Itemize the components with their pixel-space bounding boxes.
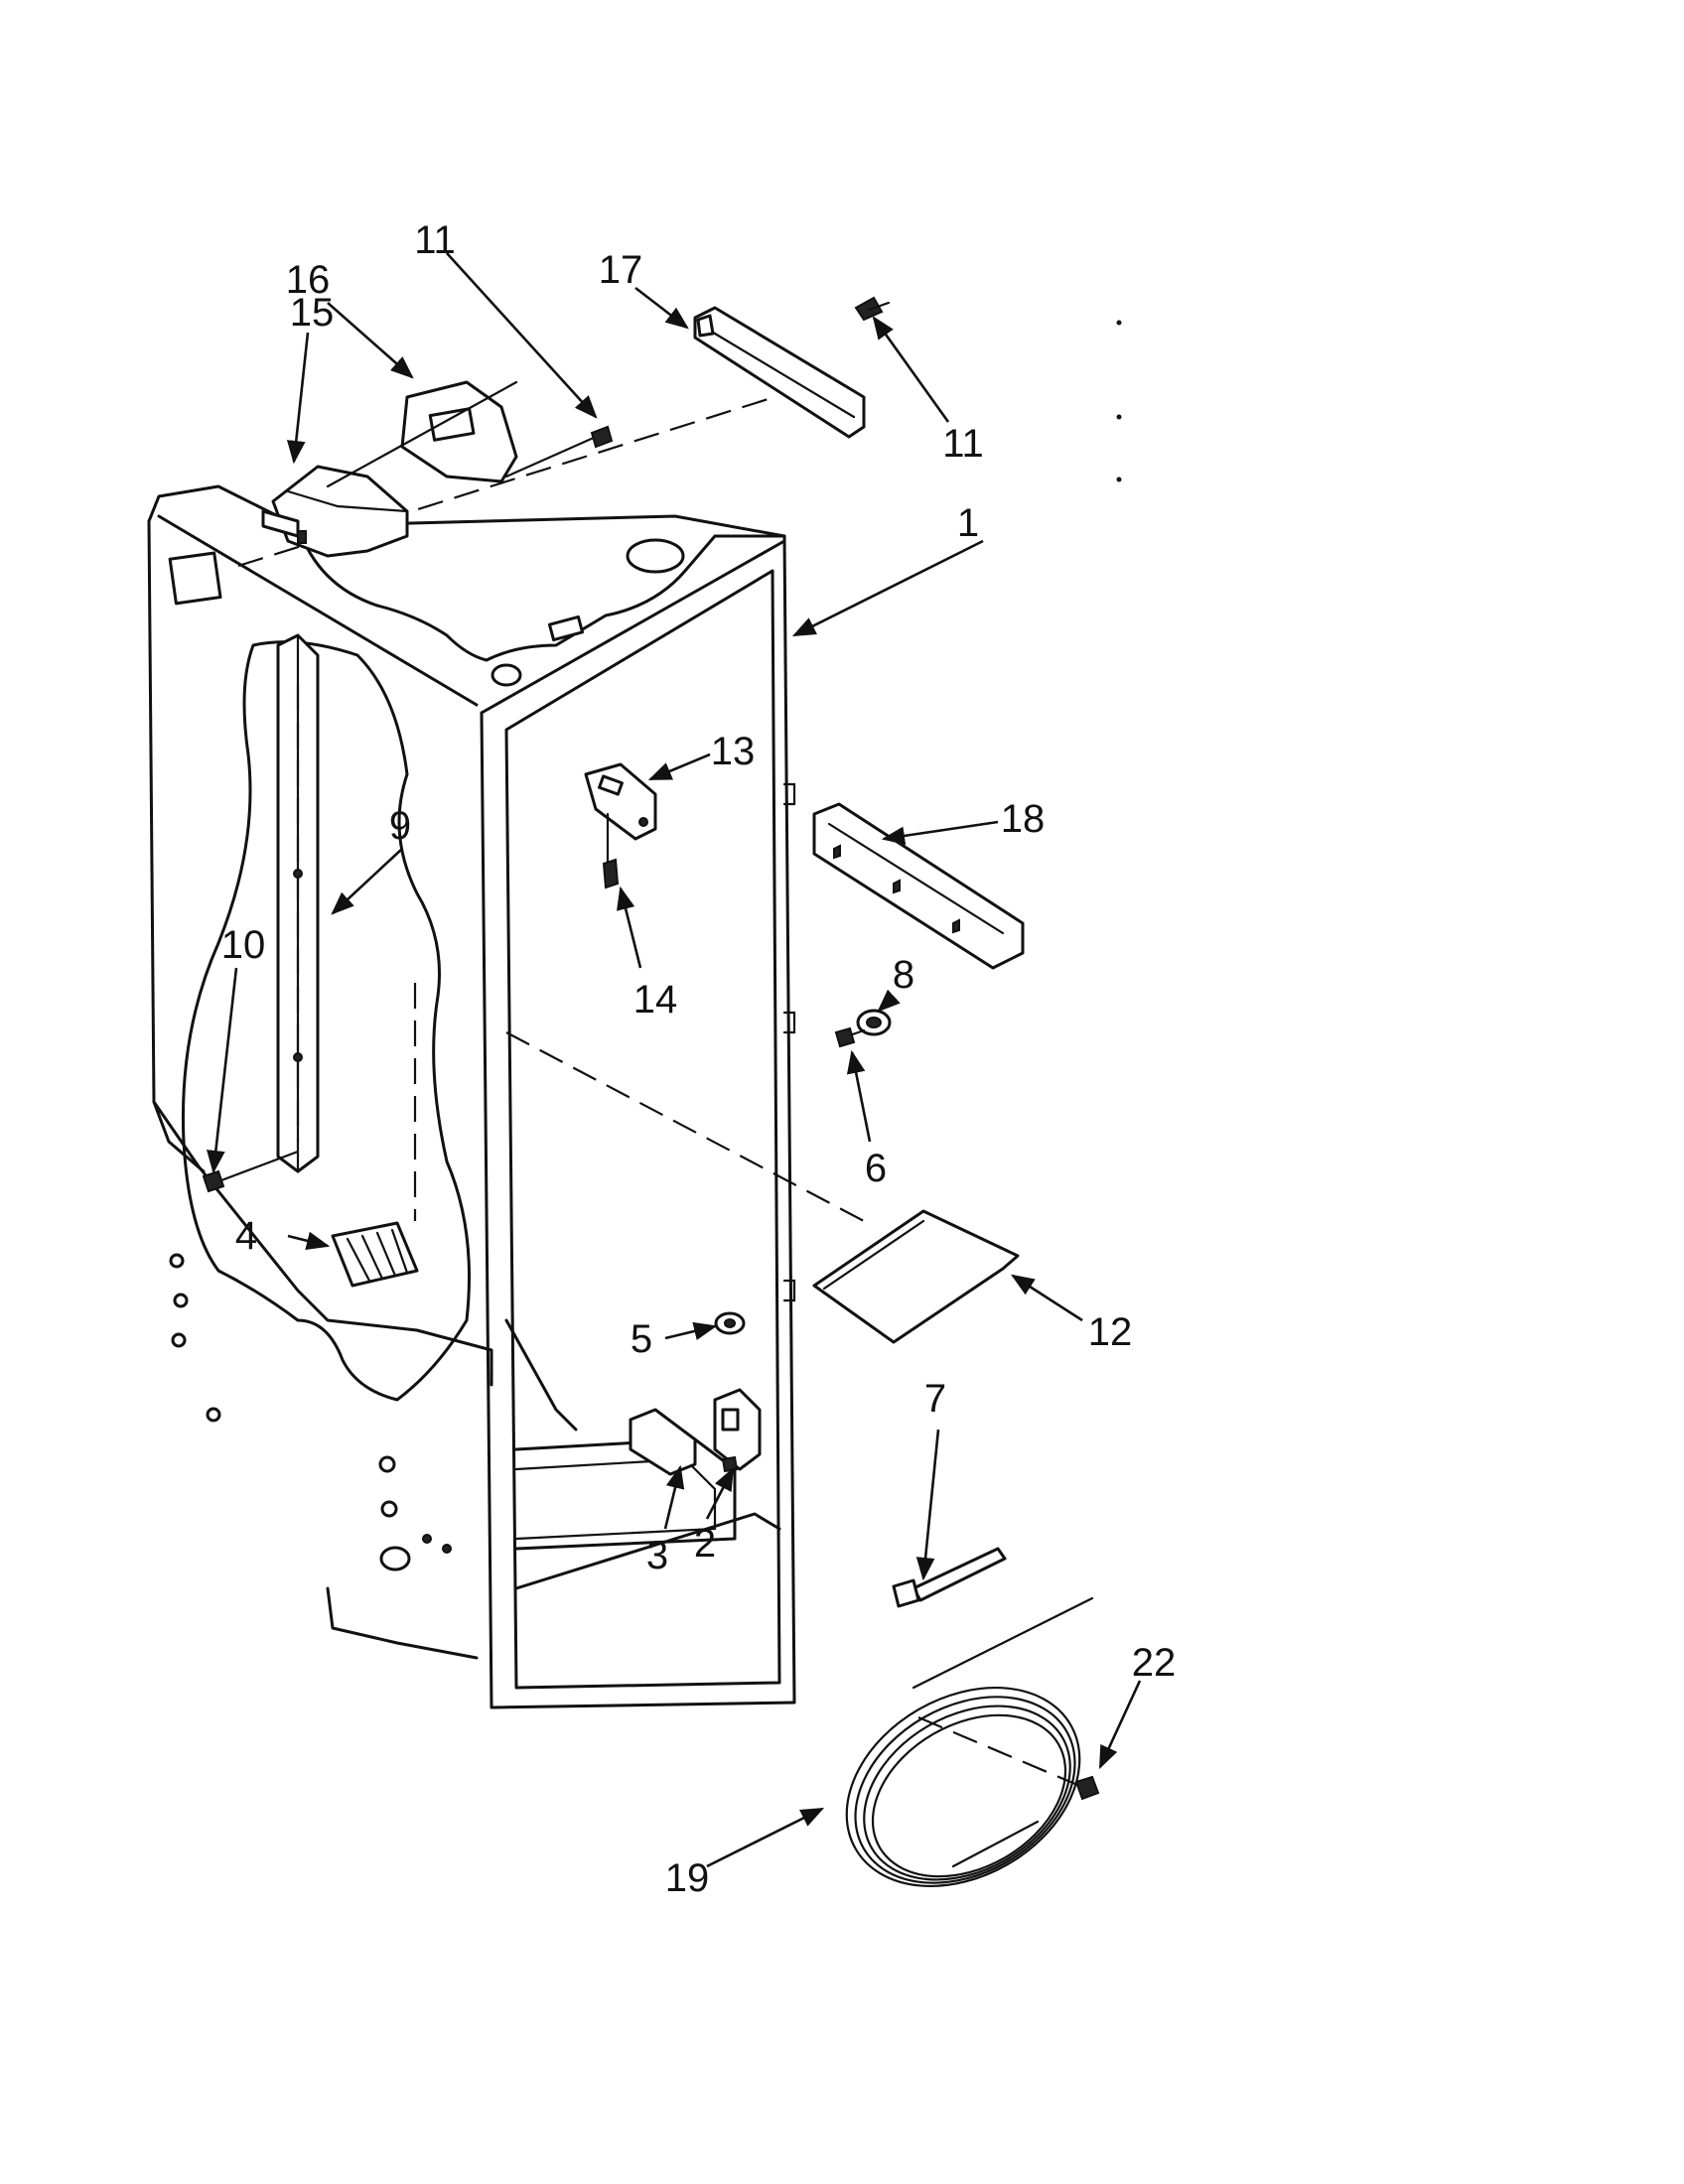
callout-17: 17 [599, 248, 643, 292]
top-bracket [693, 306, 866, 439]
rail-screw [202, 1150, 300, 1193]
screw-right [854, 296, 891, 322]
shelf-panel [812, 1209, 1020, 1344]
callout-18: 18 [1001, 797, 1046, 841]
callout-13: 13 [711, 730, 756, 773]
lower-brackets [629, 1388, 762, 1476]
callout-1: 1 [957, 501, 979, 545]
shelf-support [812, 802, 1025, 970]
cabinet-liner [147, 395, 865, 1709]
screw-left [504, 425, 614, 478]
callout-22: 22 [1132, 1641, 1177, 1685]
margin-marks [1116, 320, 1122, 482]
callout-9: 9 [389, 804, 411, 848]
callout-6: 6 [865, 1147, 887, 1190]
mounting-bracket [584, 762, 657, 889]
callout-5: 5 [631, 1317, 652, 1361]
callout-19: 19 [665, 1856, 710, 1900]
control-housing [261, 465, 409, 558]
callout-12: 12 [1088, 1310, 1133, 1354]
callout-16: 16 [286, 258, 331, 302]
callout-labels: 1 2 3 4 5 6 7 8 9 10 11 11 12 13 14 15 1… [221, 218, 1177, 1900]
callout-7: 7 [924, 1377, 946, 1421]
control-bracket [326, 380, 518, 488]
callout-4: 4 [235, 1214, 257, 1258]
callout-leaders [207, 252, 1142, 1868]
callout-11-left: 11 [414, 218, 456, 262]
callout-2: 2 [694, 1522, 716, 1566]
callout-14: 14 [633, 978, 678, 1022]
callout-3: 3 [646, 1534, 668, 1577]
plug [714, 1311, 746, 1335]
callout-15: 15 [290, 291, 335, 335]
vertical-shelf-rail [276, 633, 320, 1173]
callout-8: 8 [893, 953, 914, 997]
cable-tie [892, 1547, 1007, 1608]
water-tubing-coil [845, 1596, 1100, 1888]
bumper-assembly [834, 1009, 892, 1048]
callout-11-right: 11 [942, 422, 984, 466]
callout-10: 10 [221, 923, 266, 967]
air-grille [331, 1221, 419, 1288]
